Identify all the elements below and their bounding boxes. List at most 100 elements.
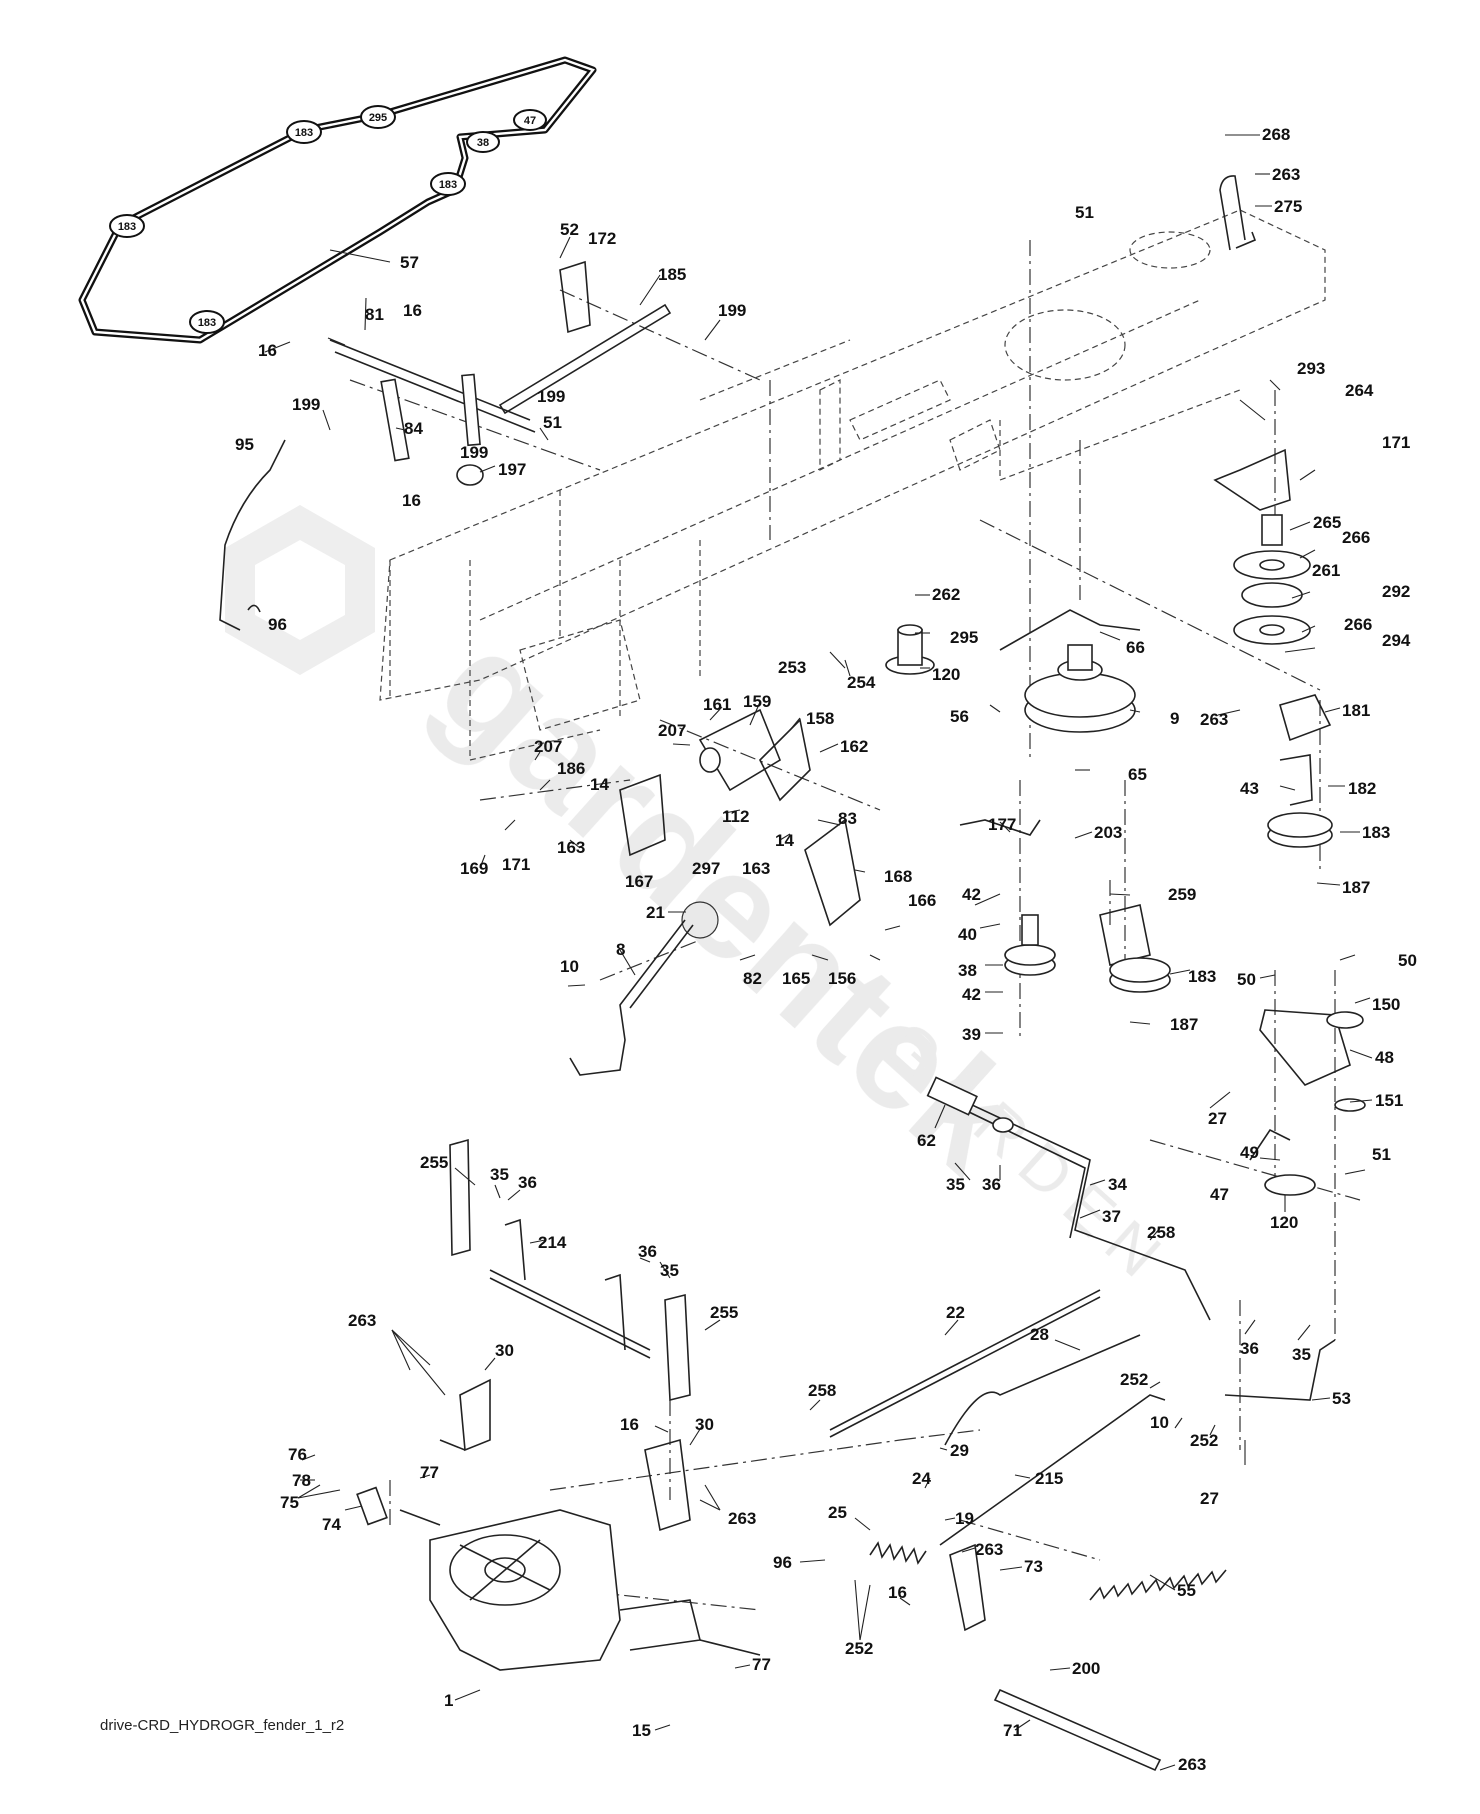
part-bracket-165 [804, 818, 861, 927]
label-187: 187 [1342, 878, 1370, 897]
label-76: 76 [288, 1445, 307, 1464]
svg-text:183: 183 [198, 317, 216, 329]
drive-belt [78, 56, 597, 344]
label-292: 292 [1382, 582, 1410, 601]
part-bracket-182 [1279, 754, 1313, 806]
label-30: 30 [495, 1341, 514, 1360]
part-bracket-255a [449, 1138, 471, 1257]
label-165: 165 [782, 969, 810, 988]
label-35: 35 [660, 1261, 679, 1280]
label-163: 163 [557, 838, 585, 857]
label-215: 215 [1035, 1469, 1063, 1488]
label-268: 268 [1262, 125, 1290, 144]
label-199: 199 [718, 301, 746, 320]
part-rod-215 [939, 1394, 1166, 1546]
label-255: 255 [420, 1153, 448, 1172]
label-171: 171 [1382, 433, 1410, 452]
label-40: 40 [958, 925, 977, 944]
label-263: 263 [1272, 165, 1300, 184]
label-151: 151 [1375, 1091, 1403, 1110]
belt-pulley-tag: 295 [360, 105, 396, 129]
part-rod-53 [1224, 1339, 1336, 1401]
part-pulley-38 [1004, 914, 1056, 976]
part-top-handle [1219, 175, 1257, 251]
part-spacer-74 [356, 1486, 388, 1526]
label-207: 207 [658, 721, 686, 740]
label-255: 255 [710, 1303, 738, 1322]
part-link-185 [498, 303, 672, 415]
label-47: 47 [1210, 1185, 1229, 1204]
label-21: 21 [646, 903, 665, 922]
label-203: 203 [1094, 823, 1122, 842]
label-185: 185 [658, 265, 686, 284]
callout-labels: 57 268 263 275 51 52 172 185 199 16 81 1… [235, 125, 1417, 1774]
part-bar-71 [993, 1688, 1162, 1772]
label-265: 265 [1313, 513, 1341, 532]
part-belt-guide-66 [999, 609, 1141, 651]
label-28: 28 [1030, 1325, 1049, 1344]
part-shaft-81 [329, 339, 536, 462]
label-78: 78 [292, 1471, 311, 1490]
label-172: 172 [588, 229, 616, 248]
label-73: 73 [1024, 1557, 1043, 1576]
label-10: 10 [560, 957, 579, 976]
diagram-caption: drive-CRD_HYDROGR_fender_1_r2 [100, 1717, 344, 1734]
label-263: 263 [1200, 710, 1228, 729]
label-169: 169 [460, 859, 488, 878]
label-84: 84 [404, 419, 423, 438]
label-43: 43 [1240, 779, 1259, 798]
label-275: 275 [1274, 197, 1302, 216]
part-bracket-172 [559, 260, 591, 334]
label-258: 258 [808, 1381, 836, 1400]
label-38: 38 [958, 961, 977, 980]
part-rod-34 [939, 1089, 1211, 1321]
label-66: 66 [1126, 638, 1145, 657]
part-bracket-259 [1099, 904, 1151, 966]
label-96: 96 [268, 615, 287, 634]
label-27: 27 [1200, 1489, 1219, 1508]
part-pulley-47 [1249, 1128, 1316, 1196]
label-71: 71 [1003, 1721, 1022, 1740]
part-spacer-62 [926, 1076, 978, 1116]
label-34: 34 [1108, 1175, 1127, 1194]
label-264: 264 [1345, 381, 1374, 400]
label-207: 207 [534, 737, 562, 756]
belt-pulley-tag: 183 [109, 214, 145, 238]
label-77: 77 [420, 1463, 439, 1482]
label-52: 52 [560, 220, 579, 239]
label-1: 1 [444, 1691, 453, 1710]
part-bracket-264 [1213, 448, 1291, 511]
svg-text:183: 183 [295, 127, 313, 139]
label-74: 74 [322, 1515, 341, 1534]
belt-pulley-tag: 183 [430, 172, 466, 196]
label-19: 19 [955, 1509, 974, 1528]
label-258: 258 [1147, 1223, 1175, 1242]
label-49: 49 [1240, 1143, 1259, 1162]
label-36: 36 [1240, 1339, 1259, 1358]
label-120: 120 [1270, 1213, 1298, 1232]
label-252: 252 [1120, 1370, 1148, 1389]
label-25: 25 [828, 1503, 847, 1522]
label-51: 51 [1075, 203, 1094, 222]
label-161: 161 [703, 695, 731, 714]
label-214: 214 [538, 1233, 567, 1252]
label-181: 181 [1342, 701, 1370, 720]
part-bracket-73 [949, 1543, 986, 1632]
label-168: 168 [884, 867, 912, 886]
part-bracket-177 [959, 819, 1041, 836]
part-knob-21 [681, 901, 719, 939]
part-washer-151 [1334, 1098, 1366, 1112]
part-pulley-266b [1233, 615, 1311, 645]
part-arm-158 [759, 718, 811, 802]
part-lever-8 [569, 919, 694, 1076]
label-262: 262 [932, 585, 960, 604]
label-263: 263 [975, 1540, 1003, 1559]
label-30: 30 [695, 1415, 714, 1434]
label-16: 16 [403, 301, 422, 320]
svg-text:47: 47 [524, 115, 536, 127]
label-252: 252 [845, 1639, 873, 1658]
label-171: 171 [502, 855, 530, 874]
label-95: 95 [235, 435, 254, 454]
frame-outline [379, 209, 1326, 761]
label-36: 36 [982, 1175, 1001, 1194]
